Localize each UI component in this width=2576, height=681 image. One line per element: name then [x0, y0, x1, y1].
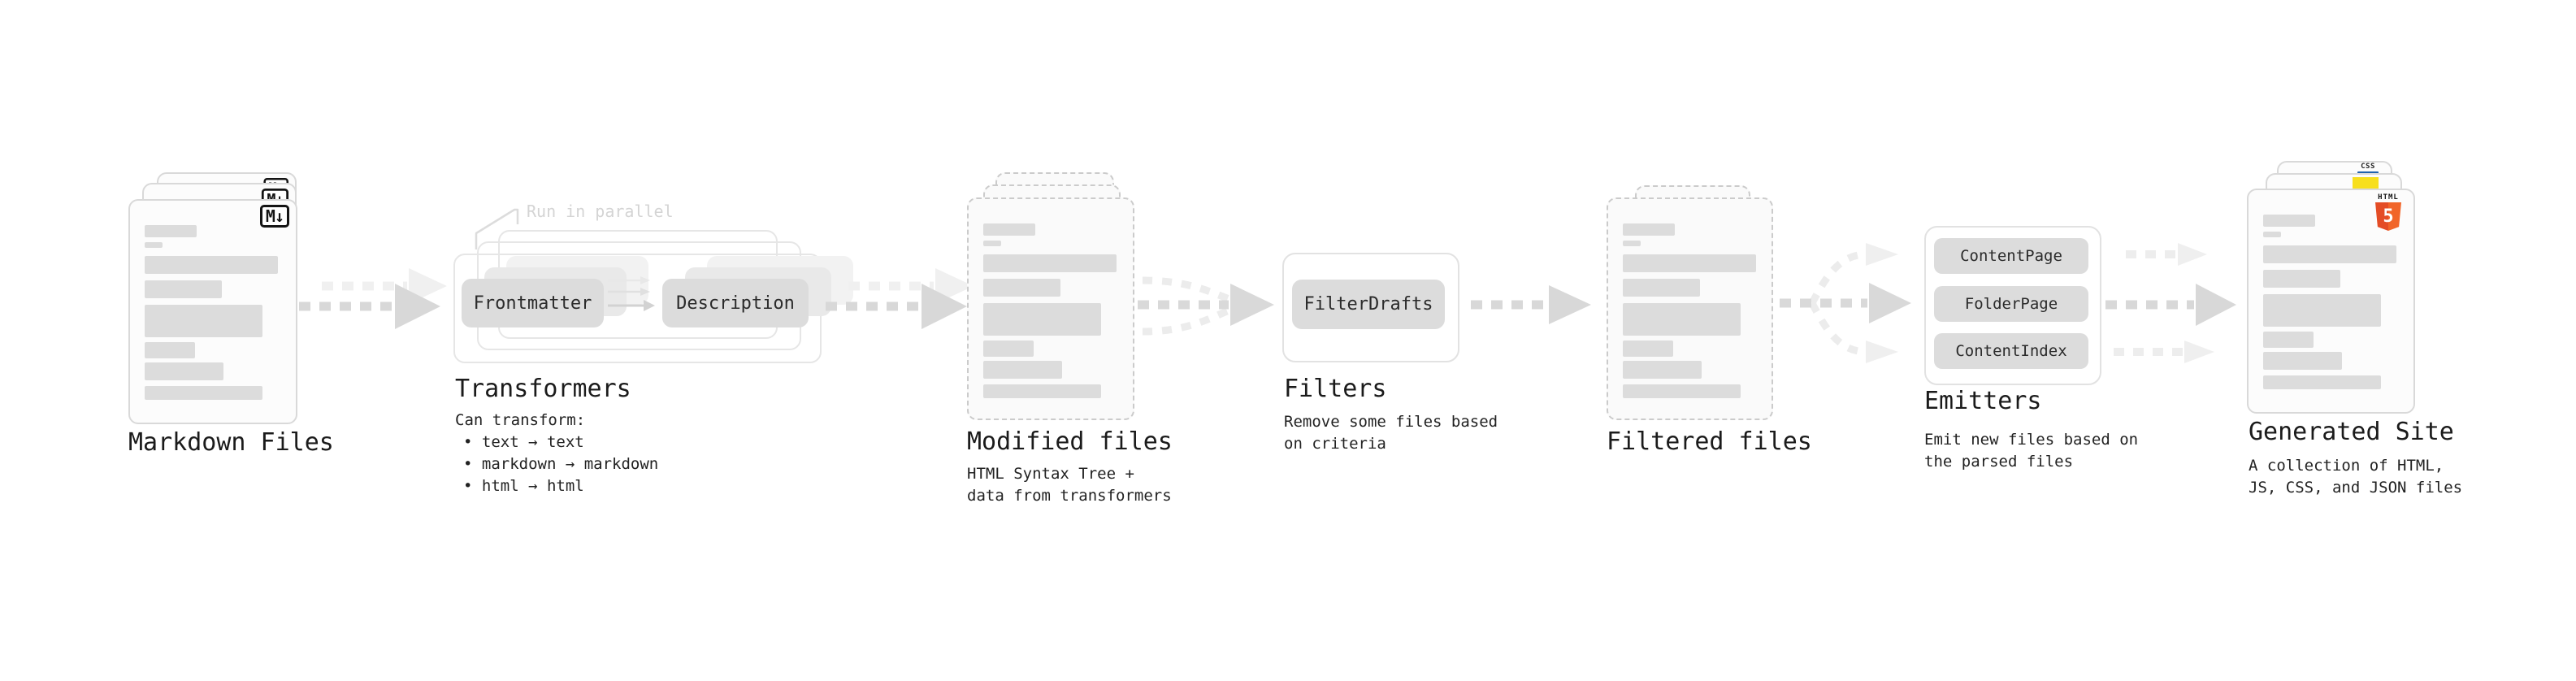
filtered-files-label: Filtered files	[1607, 427, 1812, 456]
markdown-files-stack: M↓ M↓ M↓	[128, 172, 323, 424]
generated-site-desc: JS, CSS, and JSON files	[2249, 479, 2463, 497]
skeleton-line	[983, 340, 1034, 357]
transformers-bullet: • html → html	[463, 477, 584, 495]
contentindex-pill: ContentIndex	[1934, 333, 2088, 369]
contentpage-pill: ContentPage	[1934, 238, 2088, 274]
html5-icon: HTML 5	[2374, 193, 2402, 231]
markdown-file-card-front: M↓	[128, 199, 297, 424]
flow-arrow-modified-to-filters	[1138, 276, 1274, 336]
markdown-files-label: Markdown Files	[128, 428, 334, 457]
modified-file-card-front	[967, 197, 1134, 420]
transformer-step-arrows	[608, 276, 655, 311]
generated-site-desc: A collection of HTML,	[2249, 457, 2444, 475]
flow-arrow-emitters-to-generated	[2105, 243, 2236, 363]
skeleton-line	[983, 303, 1101, 336]
skeleton-line	[145, 386, 262, 400]
skeleton-line	[983, 223, 1035, 236]
emitters-desc: the parsed files	[1924, 453, 2074, 471]
skeleton-line	[983, 241, 1001, 246]
skeleton-line	[145, 242, 163, 248]
skeleton-line	[2263, 375, 2381, 389]
transformers-desc-title: Can transform:	[455, 411, 586, 429]
skeleton-line	[983, 361, 1062, 379]
filters-desc: on criteria	[1284, 435, 1386, 453]
transformers-label: Transformers	[455, 375, 631, 403]
skeleton-line	[145, 225, 197, 237]
flow-arrow-transformers-to-modified	[826, 268, 974, 329]
frontmatter-pill: Frontmatter	[462, 279, 604, 327]
skeleton-line	[1623, 279, 1700, 297]
skeleton-line	[2263, 215, 2315, 227]
skeleton-line	[983, 384, 1101, 398]
skeleton-line	[145, 362, 223, 380]
filterdrafts-pill: FilterDrafts	[1292, 280, 1445, 329]
skeleton-line	[1623, 340, 1673, 357]
skeleton-line	[2263, 294, 2381, 327]
skeleton-line	[145, 280, 222, 298]
transformers-bullet: • markdown → markdown	[463, 455, 659, 473]
filtered-file-card-front	[1607, 197, 1773, 420]
skeleton-line	[1623, 254, 1756, 272]
transformers-bullet: • text → text	[463, 433, 584, 451]
javascript-icon	[2353, 177, 2379, 189]
generated-site-label: Generated Site	[2249, 418, 2454, 446]
markdown-icon: M↓	[259, 205, 289, 228]
run-in-parallel-annotation: Run in parallel	[527, 202, 674, 221]
skeleton-line	[1623, 303, 1741, 336]
modified-files-desc: data from transformers	[967, 487, 1172, 505]
generated-file-card-html: HTML 5	[2247, 189, 2415, 414]
skeleton-line	[1623, 223, 1675, 236]
folderpage-pill: FolderPage	[1934, 286, 2088, 322]
flow-arrow-markdown-to-transformers	[299, 268, 447, 329]
filters-desc: Remove some files based	[1284, 413, 1498, 431]
flow-arrow-filters-to-filtered	[1471, 285, 1591, 324]
skeleton-line	[2263, 245, 2396, 263]
skeleton-line	[1623, 361, 1702, 379]
skeleton-line	[1623, 384, 1741, 398]
skeleton-line	[983, 254, 1117, 272]
skeleton-line	[1623, 241, 1641, 246]
emitters-label: Emitters	[1924, 387, 2042, 415]
modified-files-desc: HTML Syntax Tree +	[967, 465, 1134, 483]
skeleton-line	[145, 342, 195, 358]
flow-arrow-filtered-to-emitters	[1780, 243, 1911, 363]
skeleton-line	[2263, 270, 2340, 288]
skeleton-line	[145, 305, 262, 337]
skeleton-line	[145, 256, 278, 274]
skeleton-line	[2263, 232, 2281, 237]
skeleton-line	[2263, 332, 2314, 348]
skeleton-line	[2263, 352, 2342, 370]
description-pill: Description	[662, 279, 809, 327]
modified-files-label: Modified files	[967, 427, 1173, 456]
filters-label: Filters	[1284, 375, 1387, 403]
skeleton-line	[983, 279, 1060, 297]
generated-site-stack: CSS HTML 5	[2247, 161, 2442, 414]
annotation-leader-line	[475, 208, 519, 249]
emitters-desc: Emit new files based on	[1924, 431, 2139, 449]
